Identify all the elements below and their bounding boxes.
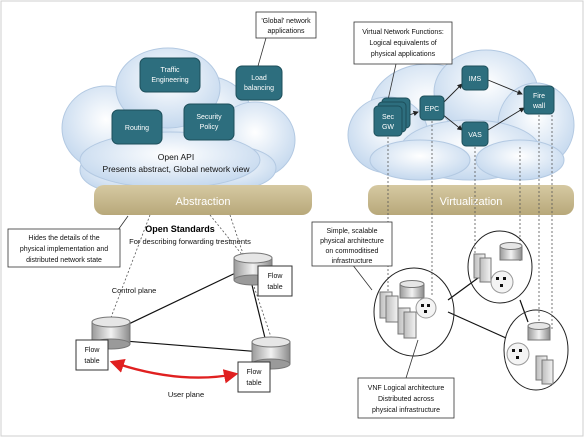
hides-line-3: distributed network state (26, 257, 102, 264)
secgw-line-1: Sec (382, 114, 395, 121)
security-line-2: Policy (200, 124, 219, 131)
global-apps-callout: 'Global' network applications (255, 11, 317, 67)
simple-line-2: physical architecture (320, 238, 384, 245)
global-apps-line-1: 'Global' network (261, 18, 311, 25)
func-epc: EPC (419, 95, 445, 121)
global-apps-line-2: applications (268, 28, 305, 35)
security-line-1: Security (196, 114, 222, 121)
vnf-logical-callout: VNF Logical architecture Distributed acr… (357, 339, 455, 419)
flow-table-left: Flow table (75, 339, 109, 371)
simple-line-1: Simple, scalable (327, 228, 378, 235)
secgw-line-2: GW (382, 124, 394, 131)
flow-left-line-1: Flow (85, 347, 101, 354)
cluster-1-devices (379, 280, 437, 339)
vnf-logical-line-1: VNF Logical architecture (368, 385, 445, 392)
flow-top-line-1: Flow (268, 273, 284, 280)
abstraction-band: Abstraction (94, 185, 312, 215)
traffic-line-2: Engineering (151, 77, 188, 84)
func-vas: VAS (461, 121, 489, 147)
func-firewall: Fire wall (523, 85, 555, 115)
simple-line-4: infrastructure (332, 258, 373, 265)
vnf-callout: Virtual Network Functions: Logical equiv… (353, 21, 453, 101)
user-plane-arrow (109, 359, 239, 384)
hides-details-callout: Hides the details of the physical implem… (7, 215, 129, 268)
infra-cluster-3 (503, 309, 569, 391)
switch-links (111, 267, 267, 353)
app-traffic-engineering: Traffic Engineering (139, 57, 201, 93)
vnf-line-3: physical applications (371, 51, 436, 58)
epc-label: EPC (425, 106, 439, 113)
load-line-1: Load (251, 75, 267, 82)
mapping-lines (387, 115, 553, 330)
load-line-2: balancing (244, 85, 274, 92)
user-plane-label: User plane (168, 390, 204, 399)
flow-bottom-line-2: table (246, 380, 261, 387)
infra-links (447, 277, 529, 339)
vas-label: VAS (468, 132, 482, 139)
app-security-policy: Security Policy (183, 103, 235, 141)
flow-bottom-line-1: Flow (247, 369, 263, 376)
virtualization-label: Virtualization (440, 196, 503, 208)
simple-line-3: on commoditised (326, 248, 379, 255)
firewall-line-1: Fire (533, 93, 545, 100)
flow-table-top: Flow table (257, 265, 293, 297)
describing-label: For describing forwarding trestments (129, 237, 251, 246)
infra-cluster-2 (467, 230, 533, 304)
cluster-3-devices (506, 322, 554, 385)
infra-cluster-1 (373, 267, 455, 357)
app-load-balancing: Load balancing (235, 65, 283, 101)
open-standards-label: Open Standards (145, 224, 215, 234)
app-routing: Routing (111, 109, 163, 145)
firewall-line-2: wall (532, 103, 546, 110)
abstraction-label: Abstraction (175, 196, 230, 208)
control-plane-label: Control plane (112, 286, 157, 295)
func-sec-gw: Sec GW (373, 97, 411, 137)
vnf-line-2: Logical equivalents of (369, 40, 436, 47)
switch-bottom (251, 336, 291, 370)
ims-label: IMS (469, 76, 482, 83)
flow-table-bottom: Flow table (237, 361, 271, 393)
flow-left-line-2: table (84, 358, 99, 365)
traffic-line-1: Traffic (160, 67, 180, 74)
flow-top-line-2: table (267, 284, 282, 291)
func-ims: IMS (461, 65, 489, 91)
simple-callout: Simple, scalable physical architecture o… (311, 221, 393, 291)
open-api-line-2: Presents abstract, Global network view (103, 164, 251, 174)
routing-label: Routing (125, 125, 149, 132)
open-api-line-1: Open API (158, 152, 194, 162)
vnf-line-1: Virtual Network Functions: (362, 29, 444, 36)
vnf-logical-line-3: physical infrastructure (372, 407, 440, 414)
cluster-2-devices (473, 242, 523, 294)
hides-line-2: physical implementation and (20, 246, 108, 253)
hides-line-1: Hides the details of the (28, 235, 99, 242)
virtualization-band: Virtualization (368, 185, 574, 215)
vnf-logical-line-2: Distributed across (378, 396, 435, 403)
